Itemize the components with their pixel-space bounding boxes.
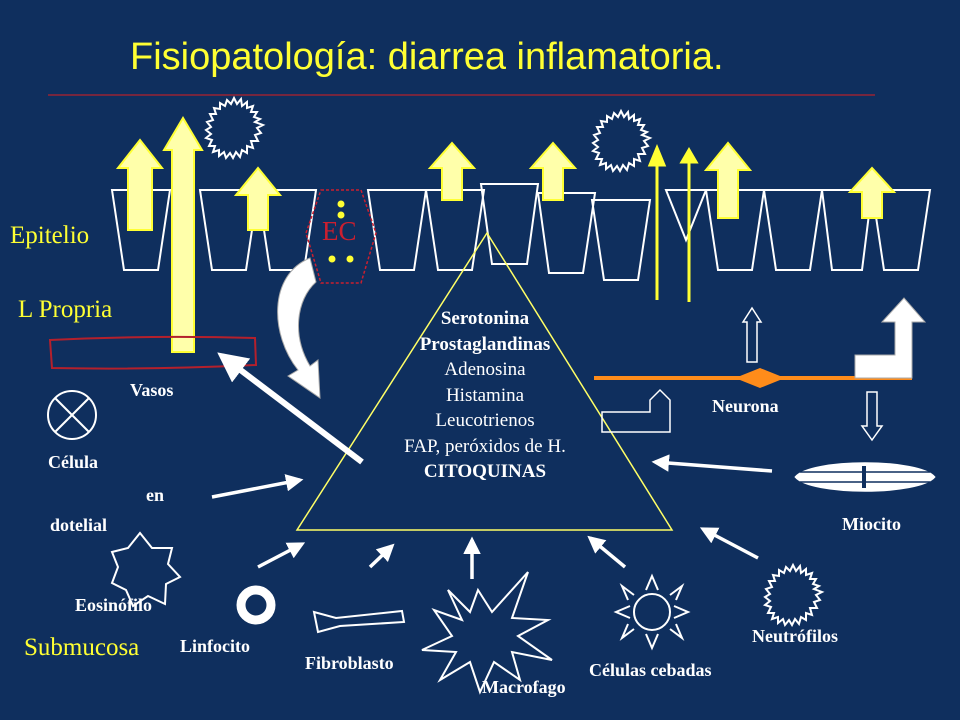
lymphocyte-icon [236, 585, 276, 625]
layer-label-submucosa: Submucosa [24, 634, 140, 661]
neuron-outline-arrow [601, 388, 671, 433]
label-linfocito: Linfocito [180, 636, 250, 656]
eosinophil-icon [110, 531, 182, 608]
myocyte-bent-arrow [854, 297, 927, 379]
mediator-histamina: Histamina [445, 384, 525, 406]
neutrophil-icon [203, 95, 266, 161]
label-dotelial: dotelial [50, 515, 107, 535]
layer-label-epitelio: Epitelio [10, 222, 90, 249]
epithelial-cell [479, 183, 540, 265]
neuron-arrows [741, 306, 884, 442]
label-en: en [146, 485, 164, 505]
label-macrofago: Macrofago [482, 677, 566, 697]
epithelial-cell [590, 199, 652, 281]
epithelial-cell [704, 189, 766, 271]
label-neurona: Neurona [712, 396, 779, 416]
mediator-citoquinas: CITOQUINAS [423, 461, 547, 482]
mediator-leucotrienos: Leucotrienos [435, 410, 535, 431]
secretion-arrows [115, 116, 897, 353]
vessel-to-lumen-arrow [162, 116, 204, 353]
myocyte [794, 462, 936, 492]
layer-label-lamina-propria: L Propria [18, 296, 113, 323]
macrophage-icon [421, 571, 553, 695]
label-vasos: Vasos [130, 380, 174, 400]
secretion-arrow [847, 166, 897, 219]
ec-release-arrow [277, 257, 321, 399]
epithelium-cells [110, 183, 932, 281]
slide-title: Fisiopatología: diarrea inflamatoria. [130, 36, 724, 78]
mediator-to-vessel-arrow [217, 352, 364, 465]
secretion-arrow [233, 166, 283, 231]
cell-to-mediator-arrows [211, 454, 773, 579]
label-celula: Célula [48, 452, 99, 472]
epithelial-cell [762, 189, 824, 271]
mediator-prostaglandinas: Prostaglandinas [419, 333, 551, 355]
transport-lines [647, 144, 699, 302]
secretion-arrow [528, 141, 578, 201]
neutrophil-icon [762, 562, 825, 628]
secretion-arrow [115, 138, 165, 231]
ec-cell [305, 189, 377, 284]
epithelial-cell [870, 189, 932, 271]
ec-cell-label: EC [322, 216, 357, 246]
label-neutrofilos: Neutrófilos [752, 626, 838, 646]
mast-cell-icon [613, 573, 691, 651]
label-celulas-cebadas: Células cebadas [589, 660, 712, 680]
epithelial-cell [424, 189, 486, 271]
epithelial-cell [366, 189, 428, 271]
mediator-list: Serotonina Prostaglandinas Adenosina His… [350, 306, 620, 485]
epithelial-cell [664, 189, 708, 243]
label-eosinofilo: Eosinófilo [75, 595, 153, 615]
vessel-band [48, 335, 258, 370]
secretion-arrow [427, 141, 477, 201]
label-miocito: Miocito [842, 514, 901, 534]
mediator-serotonina: Serotonina [440, 308, 530, 329]
neutrophil-icon [590, 108, 653, 174]
secretion-arrow [703, 141, 753, 219]
jagged-circles-top [203, 95, 825, 628]
fibroblast-icon [312, 609, 406, 634]
mediator-adenosina: Adenosina [444, 359, 526, 380]
mediator-triangle [295, 231, 674, 531]
epithelial-cell [536, 192, 597, 274]
mediator-fap: FAP, peróxidos de H. [404, 435, 566, 457]
epithelial-cell [198, 189, 260, 271]
endothelial-cell-icon [47, 390, 97, 440]
label-fibroblasto: Fibroblasto [305, 653, 394, 673]
